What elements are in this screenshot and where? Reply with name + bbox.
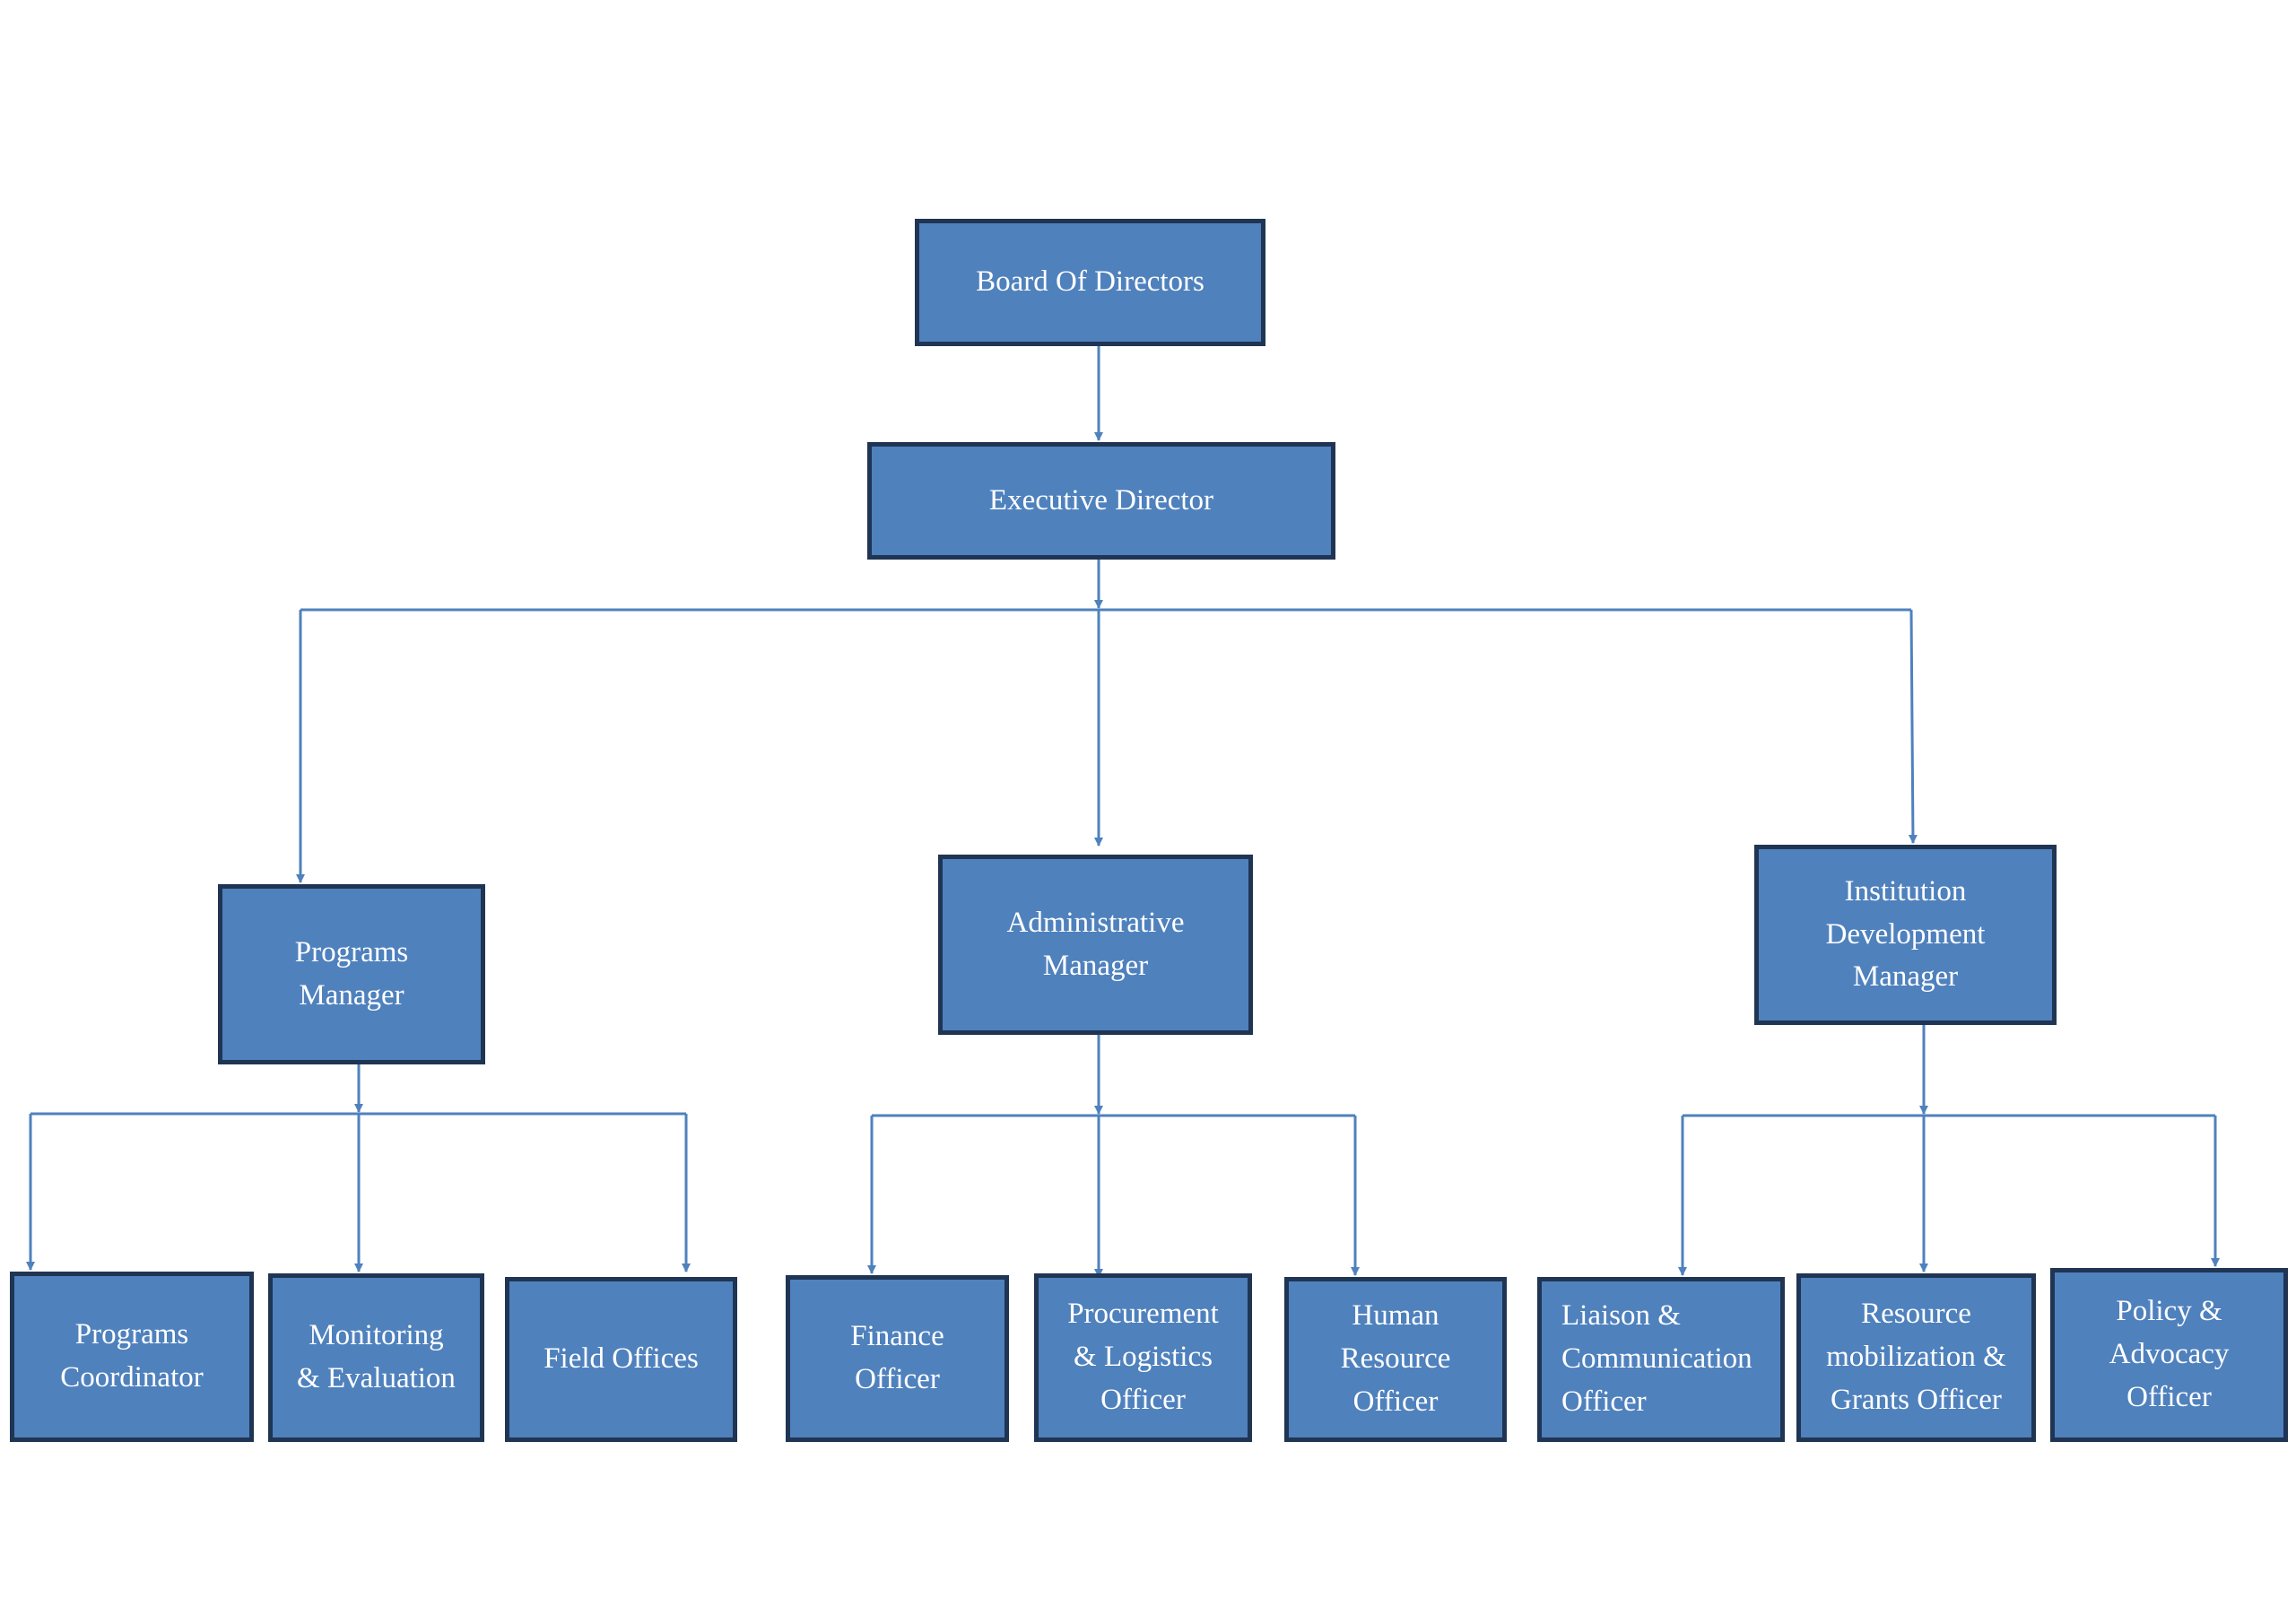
programs-manager-label: Programs Manager xyxy=(294,935,409,1012)
resource-mobilization-grants-officer-box: Resource mobilization & Grants Officer xyxy=(1796,1273,2036,1442)
board-of-directors-label: Board Of Directors xyxy=(976,265,1205,299)
procurement-logistics-officer-label: Procurement & Logistics Officer xyxy=(1067,1298,1219,1416)
procurement-logistics-officer-box: Procurement & Logistics Officer xyxy=(1034,1273,1252,1442)
board-of-directors-box: Board Of Directors xyxy=(915,219,1265,346)
finance-officer-box: Finance Officer xyxy=(786,1275,1009,1442)
institution-development-manager-label: Institution Development Manager xyxy=(1825,874,1986,994)
programs-manager-box: Programs Manager xyxy=(218,884,485,1064)
finance-officer-label: Finance Officer xyxy=(850,1320,944,1395)
liaison-communication-officer-box: Liaison & Communication Officer xyxy=(1537,1277,1785,1442)
human-resource-officer-label: Human Resource Officer xyxy=(1340,1299,1451,1418)
policy-advocacy-officer-box: Policy & Advocacy Officer xyxy=(2050,1268,2288,1442)
monitoring-evaluation-label: Monitoring & Evaluation xyxy=(297,1319,456,1394)
policy-advocacy-officer-label: Policy & Advocacy Officer xyxy=(2109,1295,2230,1413)
resource-mobilization-grants-officer-label: Resource mobilization & Grants Officer xyxy=(1826,1298,2006,1416)
executive-director-box: Executive Director xyxy=(867,442,1335,560)
programs-coordinator-label: Programs Coordinator xyxy=(60,1318,204,1394)
monitoring-evaluation-box: Monitoring & Evaluation xyxy=(268,1273,484,1442)
programs-coordinator-box: Programs Coordinator xyxy=(10,1272,254,1442)
human-resource-officer-box: Human Resource Officer xyxy=(1284,1277,1507,1442)
administrative-manager-box: Administrative Manager xyxy=(938,855,1253,1035)
executive-director-label: Executive Director xyxy=(988,483,1214,517)
liaison-communication-officer-label: Liaison & Communication Officer xyxy=(1561,1299,1752,1418)
field-offices-box: Field Offices xyxy=(505,1277,737,1442)
administrative-manager-label: Administrative Manager xyxy=(1006,906,1185,982)
connector-to-institution xyxy=(1908,609,1918,844)
field-offices-label: Field Offices xyxy=(544,1342,699,1376)
institution-development-manager-box: Institution Development Manager xyxy=(1754,845,2057,1025)
